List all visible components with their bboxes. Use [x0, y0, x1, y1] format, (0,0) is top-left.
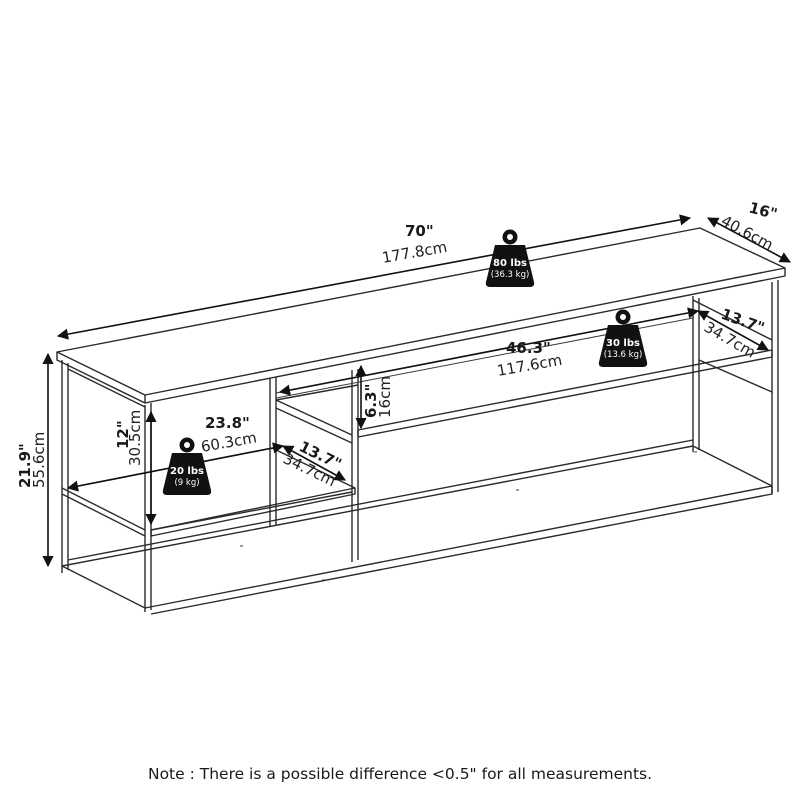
weight-left-kg: (9 kg): [174, 478, 199, 488]
weight-top-lbs: 80 lbs: [493, 258, 527, 269]
overall-depth-inches: 16": [747, 198, 779, 223]
clearance-inches: 6.3": [362, 384, 380, 418]
right-shelf-width-inches: 46.3": [506, 339, 551, 357]
left-shelf-height-cm: 30.5cm: [126, 410, 144, 466]
furniture-drawing: [56, 227, 786, 615]
left-shelf-width-inches: 23.8": [205, 414, 250, 432]
weight-right-lbs: 30 lbs: [606, 338, 640, 349]
overall-width-inches: 70": [405, 222, 434, 240]
clearance-cm: 16cm: [376, 376, 394, 418]
measurement-note: Note : There is a possible difference <0…: [147, 765, 653, 783]
weight-icon-top: 80 lbs (36.3 kg): [485, 229, 535, 287]
weight-top-kg: (36.3 kg): [491, 270, 530, 280]
overall-height-cm: 55.6cm: [30, 432, 48, 488]
weight-left-lbs: 20 lbs: [170, 466, 204, 477]
overall-height-inches: 21.9": [16, 443, 34, 488]
weight-icon-right-shelf: 30 lbs (13.6 kg): [598, 309, 648, 367]
overall-width-cm: 177.8cm: [381, 238, 449, 267]
left-shelf-height-inches: 12": [114, 420, 132, 449]
weight-icon-left-shelf: 20 lbs (9 kg): [162, 437, 212, 495]
weight-right-kg: (13.6 kg): [604, 350, 643, 360]
